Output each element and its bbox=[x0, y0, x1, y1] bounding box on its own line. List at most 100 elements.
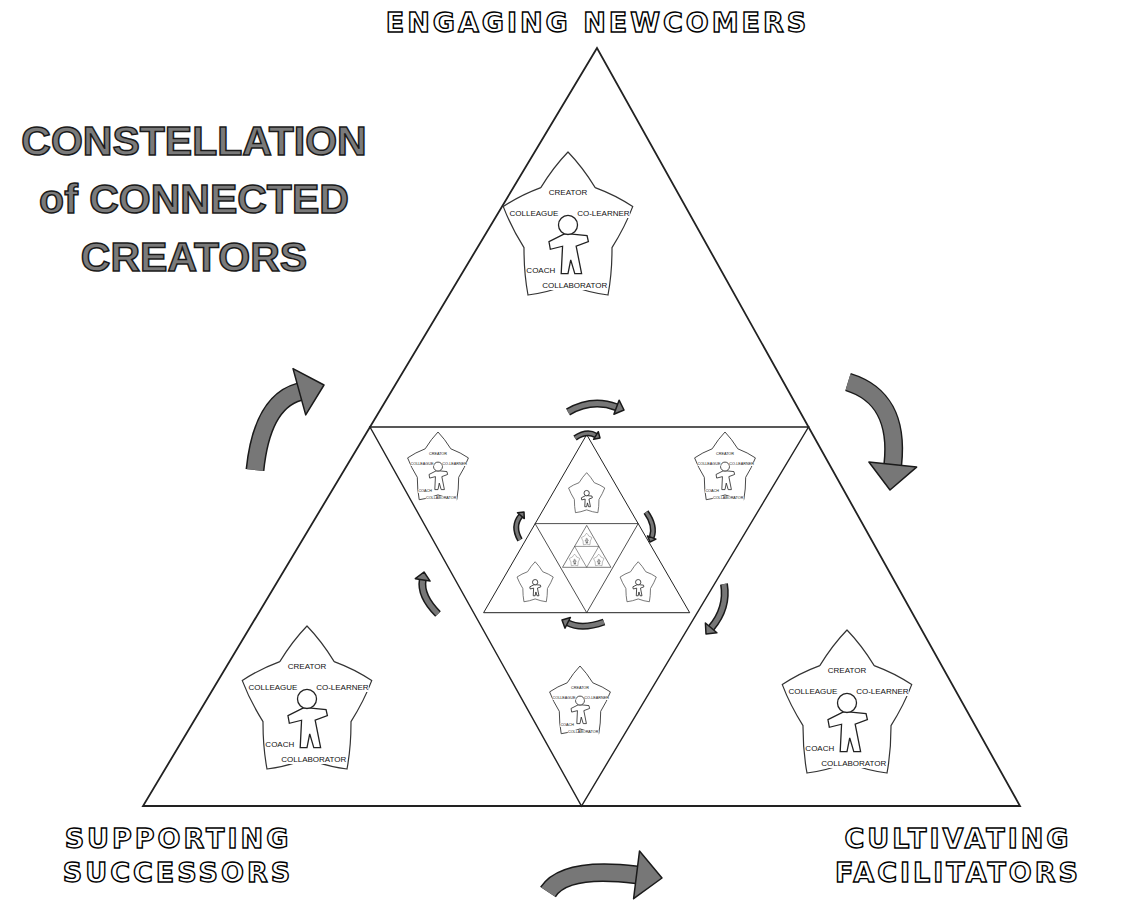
arrow-shaft bbox=[516, 516, 521, 540]
corner-label-box: CULTIVATING FACILITATORS bbox=[797, 822, 1119, 890]
star-node: CREATOR COLLEAGUE CO-LEARNER COACH COLLABORA… bbox=[500, 152, 636, 304]
person-head bbox=[586, 538, 588, 540]
arrow-shaft bbox=[848, 382, 894, 465]
arrow-shaft bbox=[646, 512, 653, 538]
star-shape bbox=[693, 432, 757, 504]
cycle-arrow bbox=[516, 512, 524, 540]
person-head bbox=[636, 580, 641, 585]
person-head bbox=[837, 693, 856, 712]
person-figure bbox=[530, 585, 541, 596]
nested-triangle bbox=[563, 525, 611, 567]
corner-label: ENGAGING NEWCOMERS bbox=[386, 7, 810, 38]
person-head bbox=[584, 490, 589, 495]
arrow-shaft-outline bbox=[516, 516, 521, 540]
cycle-arrow bbox=[255, 369, 324, 470]
star-outline bbox=[569, 554, 579, 566]
star-shape bbox=[548, 666, 612, 738]
role-slot: COLLEAGUE bbox=[411, 451, 434, 469]
star-node: CREATORCOLLEAGUE CO-LEARNER COACH COLLABORA… bbox=[406, 432, 470, 504]
role-word: CO-LEARNER bbox=[577, 209, 629, 218]
role-slot: CO-LEARNER bbox=[577, 202, 629, 220]
star-outline bbox=[517, 562, 553, 602]
role-word: COACH bbox=[265, 740, 294, 749]
star-outline bbox=[594, 554, 604, 566]
role-slot: CREATOR bbox=[571, 675, 589, 693]
role-word: COLLEAGUE bbox=[789, 687, 838, 696]
cycle-arrow bbox=[568, 400, 624, 414]
arrow-head bbox=[562, 618, 570, 629]
role-word: COLLABORATOR bbox=[713, 496, 744, 500]
corner-label: SUPPORTING SUCCESSORS bbox=[63, 823, 293, 888]
inner-triangle bbox=[370, 427, 809, 806]
arrow-head bbox=[869, 462, 917, 490]
arrow-shaft-outline bbox=[548, 873, 637, 892]
role-slot: COLLABORATOR bbox=[568, 719, 599, 737]
arrow-shaft bbox=[255, 392, 299, 470]
person-figure bbox=[597, 561, 600, 564]
arrow-head bbox=[518, 512, 525, 519]
star-node: CREATORCOLLEAGUECO-LEARNERCOACHCOLLABORA… bbox=[239, 626, 375, 778]
small-star bbox=[594, 554, 604, 566]
small-star bbox=[517, 562, 553, 602]
role-word: CO-LEARNER bbox=[856, 687, 908, 696]
diagram-title: CONSTELLATION of CONNECTED CREATORS bbox=[21, 118, 366, 280]
role-slot: COLLEAGUE bbox=[510, 202, 559, 220]
role-word: COLLABORATOR bbox=[542, 281, 607, 290]
role-word: COLLEAGUE bbox=[510, 209, 559, 218]
arrow-head bbox=[293, 369, 324, 415]
role-word: CREATOR bbox=[429, 452, 447, 456]
role-slot: COACH bbox=[805, 737, 834, 755]
person-head bbox=[598, 559, 600, 561]
role-slot: CO-LEARNER bbox=[316, 676, 368, 694]
cycle-arrow bbox=[575, 432, 600, 440]
role-slot: CREATOR bbox=[716, 441, 734, 459]
role-word: CO-LEARNER bbox=[729, 462, 754, 466]
arrow-shaft bbox=[575, 433, 596, 438]
role-word: CO-LEARNER bbox=[316, 683, 368, 692]
arrow-shaft-outline bbox=[575, 433, 596, 438]
role-word: CO-LEARNER bbox=[584, 696, 609, 700]
role-slot: COLLEAGUE bbox=[553, 685, 576, 703]
arrow-shaft bbox=[422, 580, 438, 614]
arrow-shaft bbox=[568, 404, 617, 412]
star-node: CREATORCOLLEAGUECO-LEARNERCOACHCOLLABORA… bbox=[693, 432, 757, 504]
star-outline bbox=[503, 152, 632, 295]
role-word: COACH bbox=[705, 489, 719, 493]
arrow-head bbox=[634, 851, 662, 899]
star-outline bbox=[695, 432, 756, 500]
role-word: CREATOR bbox=[716, 452, 734, 456]
nested-triangle bbox=[535, 524, 638, 613]
star-outline bbox=[782, 630, 911, 773]
person-head bbox=[558, 215, 577, 234]
role-word: CREATOR bbox=[571, 686, 589, 690]
role-slot: COACH bbox=[418, 478, 432, 496]
role-slot: COACH bbox=[705, 478, 719, 496]
role-slot: COLLABORATOR bbox=[542, 274, 607, 292]
cycle-arrow bbox=[646, 512, 656, 542]
person-head bbox=[297, 689, 316, 708]
arrow-shaft-outline bbox=[422, 580, 438, 614]
role-slot: CREATOR bbox=[549, 181, 587, 199]
role-slot: COACH bbox=[526, 259, 555, 277]
role-word: COLLABORATOR bbox=[426, 496, 457, 500]
role-word: COACH bbox=[526, 266, 555, 275]
cycle-arrow bbox=[562, 618, 604, 629]
corner-label-box: ENGAGING NEWCOMERS bbox=[330, 6, 865, 40]
role-slot: COLLEAGUE bbox=[789, 680, 838, 698]
role-slot: COACH bbox=[265, 733, 294, 751]
role-word: COACH bbox=[418, 489, 432, 493]
person-head bbox=[574, 559, 576, 561]
role-slot: COLLABORATOR bbox=[426, 485, 457, 503]
arrow-shaft bbox=[548, 873, 637, 892]
role-word: CO-LEARNER bbox=[442, 462, 467, 466]
arrow-shaft-outline bbox=[646, 512, 653, 538]
person-figure bbox=[429, 471, 448, 490]
arrow-shaft-outline bbox=[848, 382, 894, 465]
person-head bbox=[434, 462, 443, 471]
role-word: CREATOR bbox=[288, 662, 326, 671]
star-outline bbox=[408, 432, 469, 500]
role-slot: COLLABORATOR bbox=[281, 748, 346, 766]
cycle-arrow bbox=[848, 382, 917, 490]
role-word: COACH bbox=[560, 723, 574, 727]
